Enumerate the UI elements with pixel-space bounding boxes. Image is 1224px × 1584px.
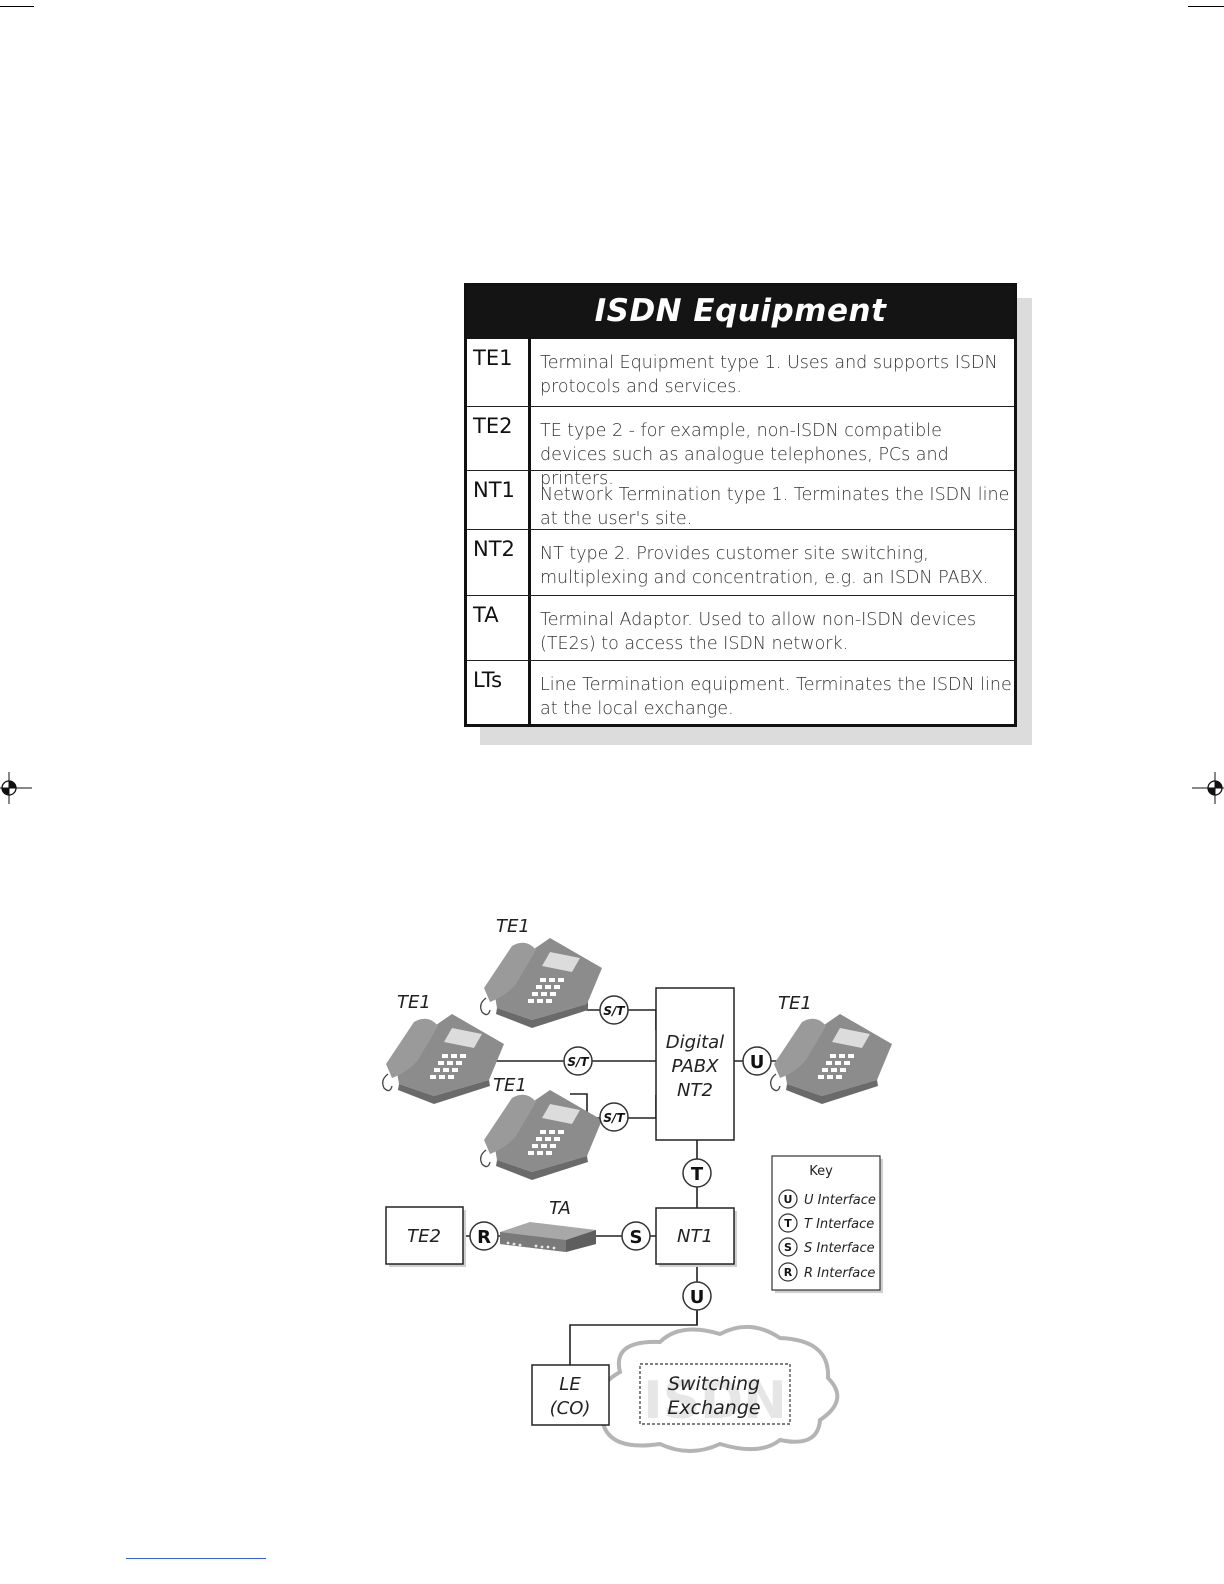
phone-top-icon	[481, 938, 602, 1028]
key-legend: Key U U Interface T T Interface S S Inte…	[772, 1156, 883, 1293]
phone-left-label: TE1	[397, 992, 431, 1013]
svg-text:S/T: S/T	[567, 1055, 589, 1069]
phone-left-icon	[383, 1014, 504, 1104]
svg-text:U: U	[690, 1287, 705, 1308]
pabx-label-line3: NT2	[677, 1080, 713, 1101]
interface-t: T	[683, 1159, 711, 1187]
svg-text:S: S	[784, 1241, 792, 1254]
svg-text:S: S	[630, 1227, 643, 1248]
svg-text:U: U	[784, 1193, 793, 1206]
svg-text:S/T: S/T	[603, 1004, 625, 1018]
svg-text:S/T: S/T	[603, 1111, 625, 1125]
svg-text:U: U	[750, 1052, 765, 1073]
exchange-label-line1: Switching	[668, 1373, 760, 1395]
terminal-adaptor-icon	[500, 1222, 596, 1252]
interface-st-lower: S/T	[600, 1103, 628, 1131]
svg-text:T: T	[784, 1217, 792, 1230]
interface-r: R	[470, 1222, 498, 1250]
phone-top-label: TE1	[496, 916, 530, 937]
phone-right-icon	[771, 1014, 892, 1104]
svg-text:R: R	[784, 1266, 793, 1279]
le-label-line2: (CO)	[550, 1398, 591, 1419]
ta-label: TA	[549, 1198, 571, 1219]
svg-text:R: R	[477, 1227, 491, 1248]
phone-right-label: TE1	[778, 993, 812, 1014]
phone-lower-icon	[481, 1090, 602, 1180]
svg-text:T: T	[691, 1164, 704, 1185]
interface-u-bottom: U	[683, 1282, 711, 1310]
te2-label: TE2	[407, 1226, 441, 1247]
isdn-cloud: ISDN Switching Exchange	[598, 1327, 838, 1451]
interface-u-right: U	[743, 1047, 771, 1075]
phone-lower-label: TE1	[493, 1075, 527, 1096]
key-item-label: U Interface	[804, 1193, 876, 1208]
key-item-label: S Interface	[804, 1241, 875, 1256]
pabx-label-line2: PABX	[672, 1056, 720, 1077]
interface-st-top: S/T	[600, 996, 628, 1024]
interface-st-middle: S/T	[564, 1047, 592, 1075]
key-title: Key	[809, 1164, 833, 1179]
nt1-label: NT1	[677, 1226, 713, 1247]
key-item-label: T Interface	[804, 1217, 874, 1232]
key-item-label: R Interface	[804, 1266, 875, 1281]
le-label-line1: LE	[559, 1374, 581, 1395]
exchange-label-line2: Exchange	[667, 1397, 760, 1419]
interface-s: S	[622, 1222, 650, 1250]
pabx-label-line1: Digital	[666, 1032, 724, 1053]
